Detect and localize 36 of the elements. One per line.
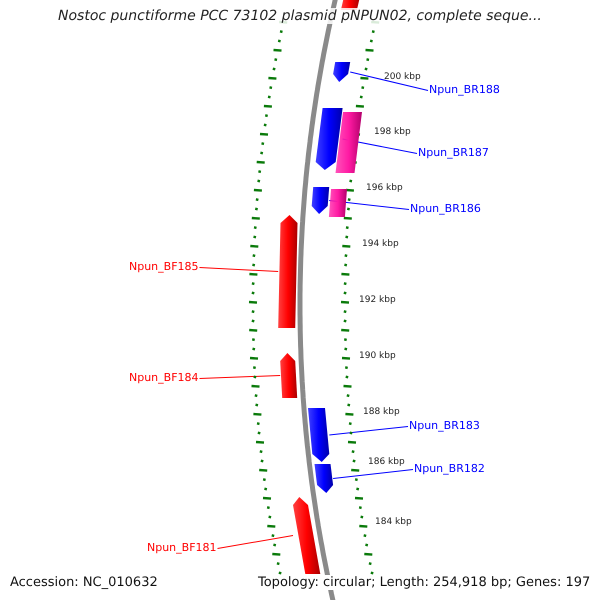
gene-feature <box>333 62 350 82</box>
gene-label: Npun_BR188 <box>429 83 500 96</box>
gene-label: Npun_BR182 <box>414 462 485 475</box>
leader-line <box>199 267 279 272</box>
scale-label: 186 kbp <box>368 457 405 467</box>
leader-line <box>217 535 294 549</box>
gene-feature <box>312 187 330 214</box>
gene-feature <box>308 408 330 462</box>
gene-feature <box>316 108 343 170</box>
leader-line <box>350 72 428 91</box>
scale-label: 188 kbp <box>363 407 400 417</box>
scale-label: 184 kbp <box>375 517 412 527</box>
leader-line <box>332 469 414 479</box>
gene-feature <box>314 464 334 493</box>
diagram-title: Nostoc punctiforme PCC 73102 plasmid pNPUN02, complete seque... <box>58 8 542 24</box>
gene-feature <box>293 497 320 574</box>
gene-label: Npun_BR183 <box>409 419 480 432</box>
scale-label: 192 kbp <box>359 295 396 305</box>
gene-label: Npun_BF185 <box>129 260 199 273</box>
scale-label: 194 kbp <box>362 239 399 249</box>
leader-line <box>328 426 408 436</box>
gene-feature <box>280 353 298 398</box>
gene-feature <box>328 189 347 217</box>
gene-label: Npun_BR187 <box>418 146 489 159</box>
scale-label: 200 kbp <box>384 72 421 82</box>
gene-feature <box>278 215 298 328</box>
leader-line <box>199 375 281 379</box>
gene-label: Npun_BR186 <box>410 202 481 215</box>
gene-feature <box>336 112 362 173</box>
gene-label: Npun_BF184 <box>129 371 199 384</box>
gene-label: Npun_BF181 <box>147 541 217 554</box>
gene-feature <box>340 0 360 10</box>
scale-label: 196 kbp <box>366 183 403 193</box>
genome-summary-text: Topology: circular; Length: 254,918 bp; Genes: 197 <box>256 575 592 590</box>
scale-label: 198 kbp <box>374 127 411 137</box>
scale-label: 190 kbp <box>359 351 396 361</box>
